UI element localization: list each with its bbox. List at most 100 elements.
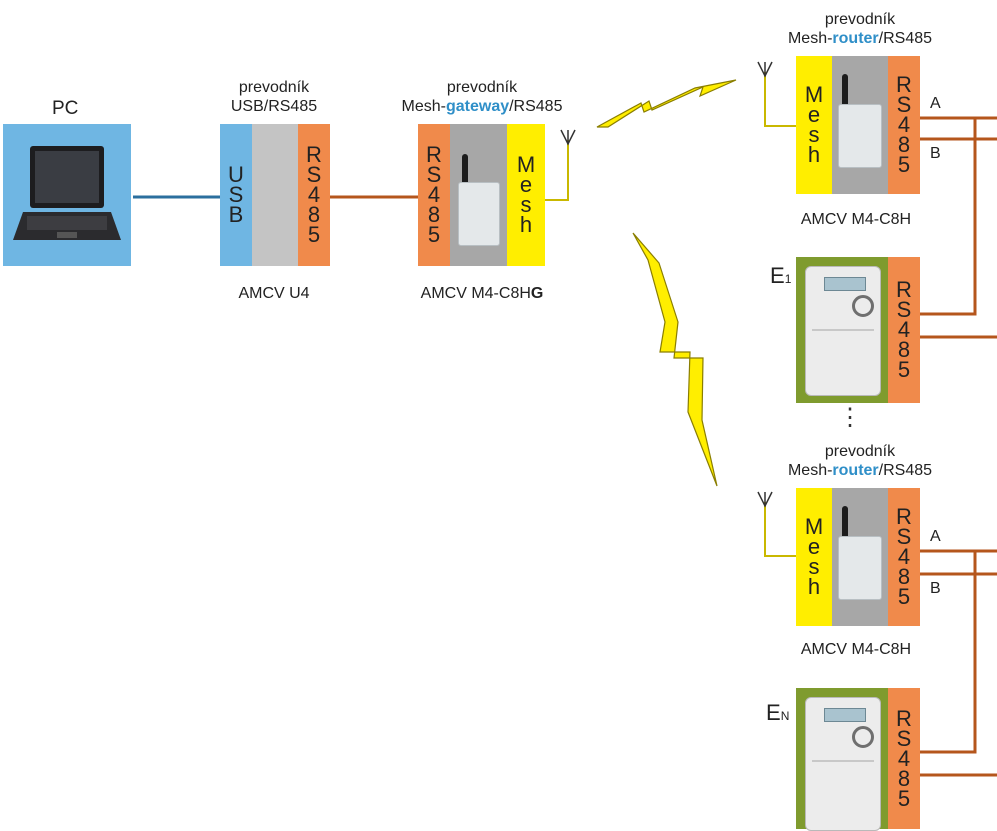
- usb-letter: S: [228, 182, 244, 207]
- meter1-subscript: 1: [784, 272, 792, 286]
- rs485-letter: 4: [897, 544, 911, 569]
- router2-title-suffix: /RS485: [878, 462, 933, 479]
- gateway-title-line1: prevodník: [446, 79, 518, 96]
- more-devices-ellipsis: ⋮: [838, 404, 862, 431]
- meter1-label: E1: [770, 263, 791, 289]
- meterN-subscript: N: [780, 709, 790, 723]
- gateway-title-highlight: gateway: [445, 98, 510, 115]
- gateway-antenna-icon: [560, 129, 576, 146]
- mesh-letter: s: [520, 192, 532, 217]
- rs485-letter: 4: [307, 182, 321, 207]
- router1-title: prevodník Mesh-router/RS485: [760, 10, 960, 48]
- rs485-letter: 4: [427, 182, 441, 207]
- rs485-letter: 8: [897, 765, 911, 791]
- mesh-letter: s: [808, 122, 820, 147]
- gateway-mesh-strip: M e s h: [507, 124, 545, 266]
- router1-title-suffix: /RS485: [878, 30, 933, 47]
- rs485-letter: S: [896, 297, 912, 322]
- pc-label: PC: [52, 98, 79, 119]
- usb-converter-rs485-strip: R S 4 8 5: [298, 124, 330, 266]
- rs485-letter: 5: [897, 584, 911, 609]
- meterN-rs485-strip: R S 4 8 5: [888, 688, 920, 829]
- meter1-display: [824, 277, 866, 291]
- rs485-letter: 8: [897, 132, 911, 157]
- gateway-name: AMCV M4-C8HG: [390, 284, 574, 303]
- router1-module-icon: [838, 104, 882, 168]
- rs485-letter: 5: [897, 357, 911, 382]
- rs485-letter: 8: [427, 202, 441, 227]
- rs485-letter: R: [426, 142, 442, 167]
- gateway-title-prefix: Mesh-: [401, 98, 446, 115]
- router1-title-highlight: router: [832, 30, 879, 47]
- router2-line-a-label: A: [930, 528, 941, 545]
- meter1-divider: [812, 329, 874, 331]
- router2-module-icon: [838, 536, 882, 600]
- rs485-letter: R: [306, 142, 322, 167]
- meter1-rs485-strip: R S 4 8 5: [888, 257, 920, 403]
- router2-body: [832, 488, 888, 626]
- router1-name: AMCV M4-C8H: [800, 211, 912, 228]
- mesh-letter: e: [807, 102, 821, 127]
- meterN-dial: [852, 726, 874, 748]
- router2-antenna-wire: [764, 502, 796, 557]
- gateway-name-bold: G: [530, 285, 544, 302]
- router1-line-a-label: A: [930, 95, 941, 112]
- mesh-letter: e: [807, 534, 821, 559]
- router2-title: prevodník Mesh-router/RS485: [760, 442, 960, 480]
- gateway-body: [450, 124, 507, 266]
- energy-meter-icon: [805, 266, 881, 396]
- rs485-letter: 5: [897, 152, 911, 177]
- router2-title-highlight: router: [832, 462, 879, 479]
- rs485-letter: R: [896, 72, 912, 97]
- mesh-letter: M: [516, 152, 536, 177]
- router2-rs485-strip: R S 4 8 5: [888, 488, 920, 626]
- meter1-panel: [796, 257, 888, 403]
- laptop-icon: [13, 146, 121, 240]
- gateway-title-suffix: /RS485: [509, 98, 563, 115]
- energy-meter-icon: [805, 697, 881, 831]
- wireless-link-gateway-router2: [632, 232, 718, 487]
- rs485-letter: S: [896, 524, 912, 549]
- pc-panel: [3, 124, 131, 266]
- rs485-letter: 5: [307, 222, 321, 247]
- mesh-letter: M: [804, 82, 824, 107]
- rs485-letter: R: [896, 504, 912, 529]
- mesh-letter: h: [519, 212, 533, 237]
- gateway-module-icon: [458, 182, 500, 246]
- usb-port-strip: U S B: [220, 124, 252, 266]
- usb-letter: U: [228, 162, 244, 187]
- router2-title-line1: prevodník: [824, 443, 896, 460]
- rs485-letter: 4: [897, 745, 911, 771]
- rs485-letter: S: [306, 162, 322, 187]
- router1-title-prefix: Mesh-: [787, 30, 833, 47]
- rs485-letter: S: [896, 725, 912, 751]
- rs485-letter: 4: [897, 317, 911, 342]
- meterN-panel: [796, 688, 888, 831]
- rs485-letter: 4: [897, 112, 911, 137]
- meterN-letter: E: [766, 700, 781, 725]
- rs485-letter: S: [896, 92, 912, 117]
- router2-line-b-label: B: [930, 580, 941, 597]
- meterN-divider: [812, 760, 874, 762]
- router2-line-a: [920, 549, 977, 754]
- rs485-letter: R: [896, 705, 912, 731]
- usb-converter-name: AMCV U4: [238, 285, 310, 302]
- gateway-rs485-strip: R S 4 8 5: [418, 124, 450, 266]
- mesh-letter: e: [519, 172, 533, 197]
- mesh-letter: h: [807, 574, 821, 599]
- router1-antenna-icon: [757, 61, 773, 78]
- router2-antenna-icon: [757, 491, 773, 508]
- router2-title-prefix: Mesh-: [787, 462, 833, 479]
- usb-converter-body: [252, 124, 298, 266]
- router1-rs485-strip: R S 4 8 5: [888, 56, 920, 194]
- rs485-letter: R: [896, 277, 912, 302]
- rs485-letter: 5: [897, 785, 911, 811]
- router1-line-a: [920, 116, 977, 316]
- router1-title-line2: Mesh-router/RS485: [760, 29, 960, 48]
- rs485-letter: 8: [307, 202, 321, 227]
- usb-converter-title-line2: USB/RS485: [230, 98, 318, 115]
- router1-antenna-stub-icon: [842, 74, 848, 108]
- meterN-display: [824, 708, 866, 722]
- router2-name: AMCV M4-C8H: [800, 641, 912, 658]
